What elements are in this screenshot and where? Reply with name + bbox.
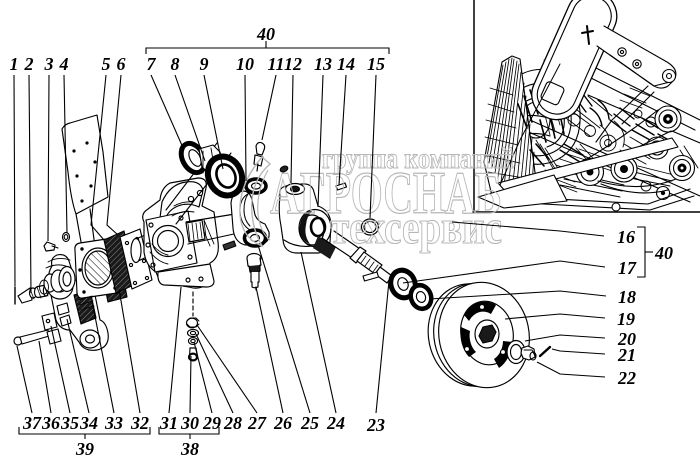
- svg-text:техсервис: техсервис: [330, 201, 502, 254]
- svg-text:38: 38: [180, 439, 199, 459]
- svg-text:31: 31: [159, 413, 178, 433]
- svg-text:2: 2: [24, 54, 34, 74]
- svg-text:36: 36: [41, 413, 60, 433]
- svg-text:3: 3: [44, 54, 54, 74]
- svg-text:4: 4: [59, 54, 69, 74]
- svg-text:34: 34: [79, 413, 98, 433]
- svg-text:29: 29: [202, 413, 221, 433]
- svg-text:26: 26: [273, 413, 292, 433]
- svg-text:23: 23: [366, 415, 385, 435]
- svg-text:12: 12: [284, 54, 302, 74]
- svg-text:10: 10: [236, 54, 254, 74]
- svg-text:39: 39: [75, 439, 94, 459]
- svg-text:22: 22: [617, 368, 636, 388]
- svg-text:9: 9: [200, 54, 209, 74]
- svg-text:15: 15: [367, 54, 385, 74]
- svg-text:5: 5: [102, 54, 111, 74]
- svg-text:6: 6: [117, 54, 126, 74]
- svg-text:40: 40: [256, 24, 275, 44]
- svg-text:11: 11: [267, 54, 284, 74]
- svg-text:19: 19: [617, 309, 635, 329]
- svg-text:14: 14: [337, 54, 355, 74]
- svg-text:8: 8: [171, 54, 180, 74]
- svg-text:40: 40: [654, 243, 673, 263]
- svg-text:АГРОСНАБ: АГРОСНАБ: [270, 160, 502, 226]
- svg-text:28: 28: [223, 413, 242, 433]
- svg-text:32: 32: [130, 413, 149, 433]
- svg-text:27: 27: [247, 413, 267, 433]
- svg-text:18: 18: [618, 287, 636, 307]
- svg-text:16: 16: [617, 227, 635, 247]
- svg-text:35: 35: [60, 413, 79, 433]
- svg-text:20: 20: [617, 329, 636, 349]
- svg-text:группа компаний: группа компаний: [322, 142, 514, 175]
- svg-text:24: 24: [326, 413, 345, 433]
- svg-text:17: 17: [618, 258, 637, 278]
- svg-text:7: 7: [147, 54, 157, 74]
- svg-text:13: 13: [314, 54, 332, 74]
- svg-text:25: 25: [300, 413, 319, 433]
- svg-text:1: 1: [10, 54, 19, 74]
- svg-text:30: 30: [180, 413, 199, 433]
- svg-text:37: 37: [22, 413, 42, 433]
- svg-text:33: 33: [104, 413, 123, 433]
- svg-text:21: 21: [617, 345, 636, 365]
